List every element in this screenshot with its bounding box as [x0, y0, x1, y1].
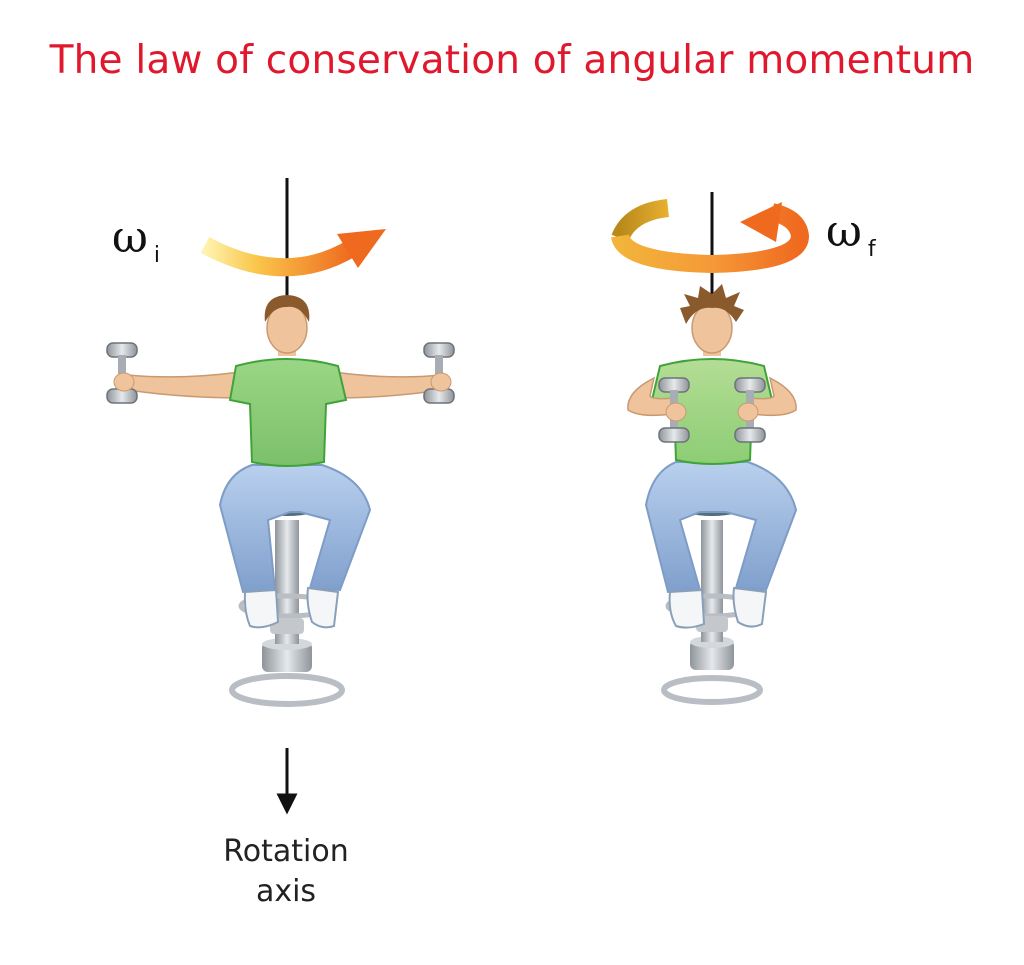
jeans-right [644, 461, 798, 594]
omega-initial-arrow [200, 237, 357, 277]
sneaker-left-2 [306, 586, 340, 629]
jeans-left [218, 464, 372, 594]
omega-final-ring-front [611, 203, 810, 274]
arm-right-figure-right [749, 376, 797, 417]
sneaker-right-1 [668, 588, 706, 629]
omega-initial-subscript: i [153, 243, 161, 268]
omega-final-ring-back [611, 199, 670, 242]
hair-left [264, 295, 310, 322]
rotation-axis-label-line1: Rotation [223, 834, 349, 869]
shirt-left [228, 358, 348, 467]
omega-initial-arrowhead [337, 229, 386, 268]
arm-left-extended [127, 371, 246, 399]
figure-arms-pulled-in [611, 192, 810, 734]
rotation-axis-label: Rotation axis [196, 832, 376, 912]
arm-right-figure-left [627, 376, 675, 417]
omega-final-arrowhead [740, 202, 782, 242]
figure-arms-extended [106, 178, 455, 815]
rotation-axis-label-line2: axis [255, 874, 317, 909]
stool-left [229, 496, 345, 736]
sneaker-right-2 [732, 586, 768, 628]
omega-final-symbol: ω [826, 206, 862, 257]
diagram-title: The law of conservation of angular momen… [49, 38, 975, 83]
omega-final-subscript: f [867, 237, 876, 262]
sneaker-left-1 [243, 588, 280, 629]
omega-initial-symbol: ω [112, 212, 148, 263]
hair-right [680, 284, 744, 324]
